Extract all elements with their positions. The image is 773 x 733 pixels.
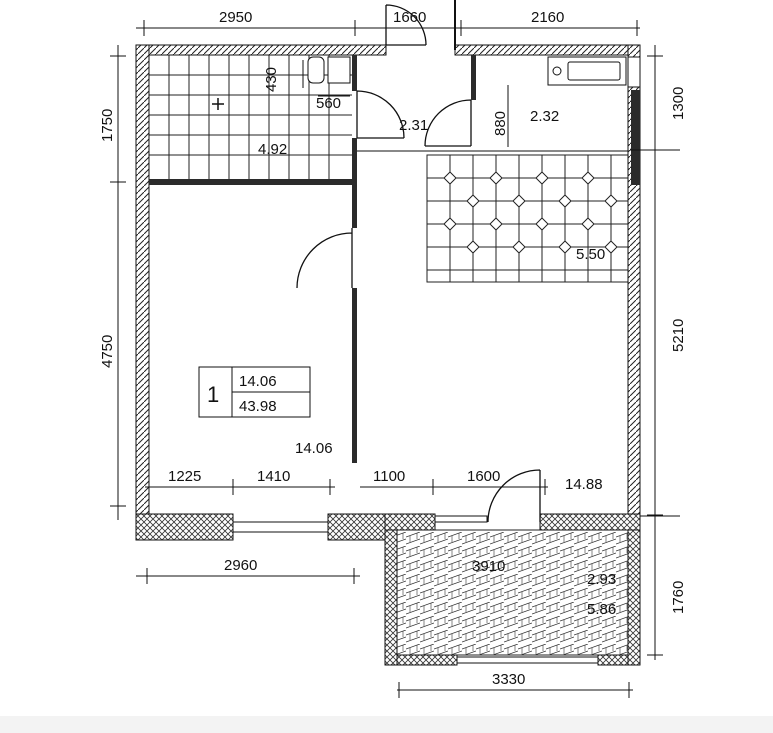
apartment-info-box: 1 14.06 43.98 (198, 366, 311, 418)
area-balcony-b: 5.86 (587, 601, 616, 618)
dim-1100: 1100 (373, 468, 405, 485)
area-hall: 14.88 (565, 476, 603, 493)
apartment-number: 1 (207, 382, 219, 407)
apartment-total-area: 43.98 (239, 398, 277, 415)
area-bathroom: 4.92 (258, 141, 287, 158)
dim-top-1: 2950 (219, 9, 252, 26)
interior-walls (149, 55, 640, 463)
dim-right-3: 1760 (670, 581, 687, 614)
dim-left-1: 1750 (99, 109, 116, 142)
balcony-floor (396, 529, 629, 656)
dim-left-2: 4750 (99, 335, 116, 368)
dim-bottom-1: 2960 (224, 557, 257, 574)
dim-top-2: 1660 (393, 9, 426, 26)
kitchen-ventilation (627, 56, 641, 88)
kitchen-tiles (426, 154, 629, 283)
area-corridor: 2.31 (399, 117, 428, 134)
dim-3910: 3910 (472, 558, 505, 575)
dim-1410: 1410 (257, 468, 290, 485)
walls (135, 44, 641, 666)
dim-880: 880 (492, 111, 509, 136)
toilet-icon (307, 56, 351, 84)
area-room: 14.06 (295, 440, 333, 457)
drain-icon (212, 98, 224, 110)
apartment-living-area: 14.06 (239, 373, 277, 390)
area-kitchen-tile: 5.50 (576, 246, 605, 263)
dim-430: 430 (263, 67, 280, 92)
bottom-band (0, 716, 773, 733)
dim-right-1: 1300 (670, 87, 687, 120)
dim-1225: 1225 (168, 468, 201, 485)
dimension-lines (110, 20, 680, 698)
sink-icon (547, 56, 627, 86)
dim-1600: 1600 (467, 468, 500, 485)
dim-bottom-2: 3330 (492, 671, 525, 688)
dim-right-2: 5210 (670, 319, 687, 352)
windows (232, 515, 599, 664)
dim-top-3: 2160 (531, 9, 564, 26)
area-toilet: 2.32 (530, 108, 559, 125)
area-balcony-a: 2.93 (587, 571, 616, 588)
dim-560: 560 (316, 95, 341, 112)
doors (296, 0, 541, 523)
